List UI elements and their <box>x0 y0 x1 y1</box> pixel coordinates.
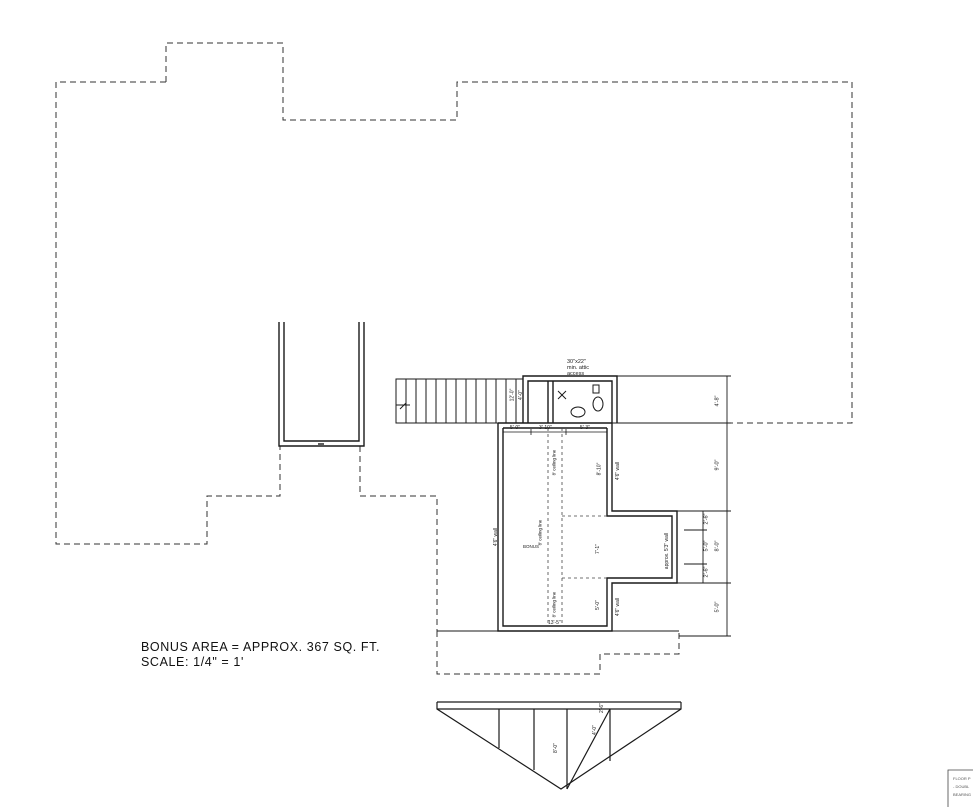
attic-access-line3: access <box>567 371 585 377</box>
bathroom <box>522 375 618 423</box>
scale-note: SCALE: 1/4" = 1' <box>141 655 244 669</box>
dim-top-1: 5'-0" <box>510 425 520 431</box>
dim-right-6: 2'-6" <box>703 566 710 578</box>
dim-inner-3: 5'-0" <box>594 600 601 610</box>
wall-note-4: 4'6" wall <box>615 597 622 617</box>
dim-right-5: 8'-0" <box>714 540 721 552</box>
section-dim-1: 4'-0" <box>591 725 598 735</box>
section-dim-3: 2'-6" <box>598 703 605 713</box>
wall-note-2: 4'6" wall <box>493 527 500 547</box>
right-dimensions <box>617 375 731 637</box>
stair-shaft <box>278 322 365 447</box>
dim-inner-4: 13'-5" <box>548 620 561 626</box>
bonus-room-walls <box>497 422 678 632</box>
floor-line <box>437 422 679 632</box>
dim-top-3: 5'-3" <box>580 425 590 431</box>
ceiling-note-1: 8' ceiling line <box>551 449 557 476</box>
title-block-stamp: FLOOR P - DOUBL BEARING <box>953 775 971 799</box>
attic-access-note: 30"x22" min. attic access <box>567 359 589 377</box>
stamp-line1: FLOOR P <box>953 776 971 781</box>
dim-inner-5: 12'-0" <box>509 388 516 402</box>
room-label: BONUS <box>523 544 540 549</box>
bonus-area-note: BONUS AREA = APPROX. 367 SQ. FT. <box>141 640 381 654</box>
dim-right-7: 5'-0" <box>714 601 721 613</box>
dim-top-2: 3'-10" <box>539 425 552 431</box>
stamp-line3: BEARING <box>953 792 972 797</box>
ceiling-lines <box>547 428 607 626</box>
dim-right-2: 9'-0" <box>714 459 721 471</box>
dim-right-4: 5'-0" <box>703 540 710 552</box>
dim-inner-2: 7'-1" <box>594 544 601 554</box>
attic-access-line1: 30"x22" <box>567 359 586 365</box>
wall-note-1: 4'6" wall <box>615 461 622 481</box>
stairs <box>395 378 523 424</box>
ceiling-note-3: 8' ceiling line <box>551 591 557 618</box>
title-block <box>947 769 973 807</box>
dim-inner-1: 8'-10" <box>596 462 603 476</box>
stamp-line2: - DOUBL <box>953 784 970 789</box>
dim-right-1: 4'-8" <box>714 395 721 407</box>
top-dimensions <box>503 429 607 435</box>
section-view <box>436 701 682 790</box>
section-dim-2: 8'-0" <box>552 743 559 753</box>
attic-access-line2: min. attic <box>567 365 590 371</box>
house-outline-dashed <box>55 42 853 675</box>
ceiling-note-2: 8' ceiling line <box>537 519 543 546</box>
dim-right-3: 2'-6" <box>703 513 710 525</box>
dim-inner-6: 4'-0" <box>517 390 524 400</box>
wall-note-3: approx. 5'3" wall <box>664 532 671 570</box>
